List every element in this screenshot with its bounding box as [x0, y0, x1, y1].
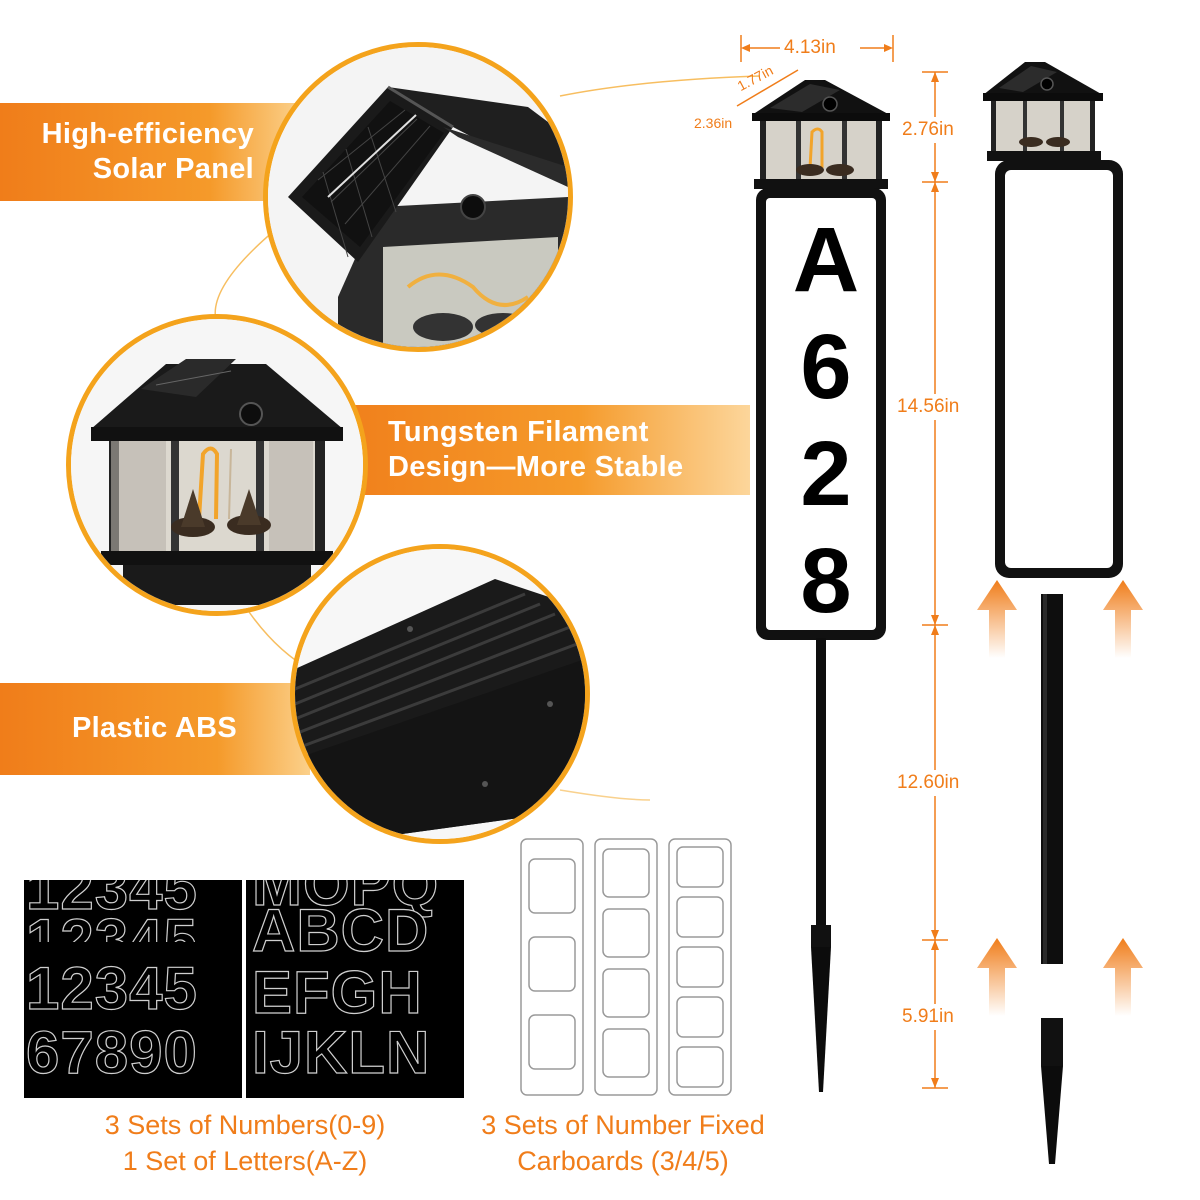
material-label: Plastic ABS [72, 712, 238, 744]
solar-panel-label-band [0, 103, 300, 201]
sign-character: 8 [800, 530, 852, 632]
arrow-up-icon [1103, 580, 1143, 658]
sticker-number-row: 67890 [25, 1019, 198, 1086]
sticker-number-row: 12345 [25, 880, 198, 922]
dimension-side: 2.36in [694, 115, 733, 131]
stickers-caption-line2: 1 Set of Letters(A-Z) [122, 1146, 368, 1176]
dimension-sign-height: 14.56in [895, 394, 962, 420]
dimension-lines [736, 35, 948, 1089]
cardboards-caption-line1: 3 Sets of Number Fixed [481, 1110, 765, 1140]
arrow-up-icon [977, 580, 1017, 658]
arrow-up-icon [977, 938, 1017, 1016]
sticker-letter-row: IJKLN [251, 1019, 431, 1086]
solar-panel-closeup [263, 42, 573, 352]
arrow-up-icon [1103, 938, 1143, 1016]
fixing-cardboards [520, 838, 732, 1096]
plastic-abs-closeup [290, 544, 590, 844]
dimension-width: 4.13in [784, 37, 836, 58]
filament-label: Tungsten Filament Design—More Stable [388, 416, 684, 483]
material-label-band [0, 683, 310, 775]
sticker-letter-row: ABCD [251, 897, 430, 964]
sticker-number-row: 12345 [26, 907, 198, 974]
sticker-letter-row: EFGH [251, 959, 423, 1026]
sign-character: A [792, 209, 860, 311]
abs-texture-illustration [295, 549, 585, 839]
sign-character: 2 [800, 423, 852, 525]
filament-label-band [320, 405, 750, 495]
solar-panel-label: High-efficiency Solar Panel [41, 118, 254, 185]
filament-lantern-closeup [66, 314, 368, 616]
letter-sticker-sheet: MOPQ ABCD EFGH IJKLN [246, 880, 464, 1098]
solar-roof-illustration [268, 47, 568, 347]
stickers-caption-line1: 3 Sets of Numbers(0-9) [104, 1110, 386, 1140]
exploded-sign-parts [983, 62, 1123, 1164]
assembled-address-sign [752, 80, 890, 1092]
cardboards-caption-line2: Carboards (3/4/5) [517, 1146, 729, 1176]
number-sticker-sheet: 12345 12345 12345 67890 [24, 880, 242, 1098]
sticker-number-row: 12345 [25, 955, 198, 1022]
dimension-pole-height: 12.60in [895, 770, 962, 796]
sign-character: 6 [800, 316, 852, 418]
sticker-letter-row: MOPQ [251, 880, 440, 918]
assembly-arrows [977, 580, 1143, 1016]
dimension-lamp-height: 2.76in [900, 117, 956, 143]
dimension-spike-height: 5.91in [900, 1004, 956, 1030]
